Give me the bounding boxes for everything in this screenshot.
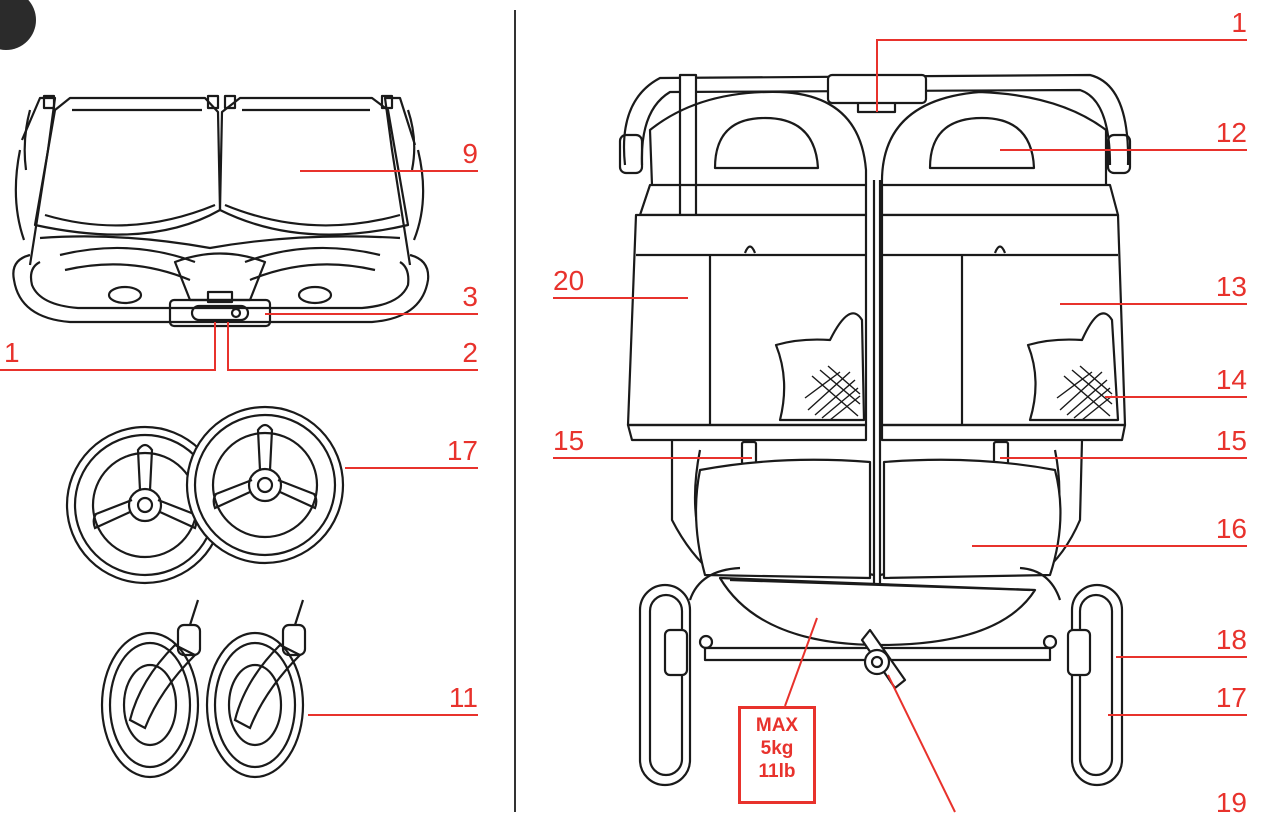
max-load-line1: MAX [755,715,799,736]
callout-leader-lines [0,39,1247,813]
callout-12: 12 [1216,117,1247,148]
front-wheels-illustration [100,599,307,779]
callout-14: 14 [1216,364,1247,395]
rear-wheels-illustration [65,405,345,585]
callout-16: 16 [1216,513,1247,544]
callout-11: 11 [449,682,478,713]
max-load-line2: 5kg [760,738,794,759]
callout-2: 2 [462,337,478,368]
callout-15-right: 15 [1216,425,1247,456]
callout-13: 13 [1216,271,1247,302]
assembled-stroller-illustration [618,73,1132,787]
max-load-label: MAX 5kg 11lb [738,706,816,804]
callout-17-top: 17 [447,435,478,466]
callout-9: 9 [462,138,478,169]
step-badge [0,0,36,50]
folded-seats-illustration [12,94,430,328]
callout-1-right: 1 [1231,7,1247,38]
callout-numbers: 1 12 9 3 1 2 20 13 14 15 15 16 17 11 18 … [4,7,1247,817]
callout-18: 18 [1216,624,1247,655]
callout-19: 19 [1216,787,1247,817]
max-load-line3: 11lb [758,761,796,782]
callout-15-left: 15 [553,425,584,456]
callout-17-bottom: 17 [1216,682,1247,713]
callout-20: 20 [553,265,584,296]
callout-3: 3 [462,281,478,312]
callout-1-left: 1 [4,337,20,368]
